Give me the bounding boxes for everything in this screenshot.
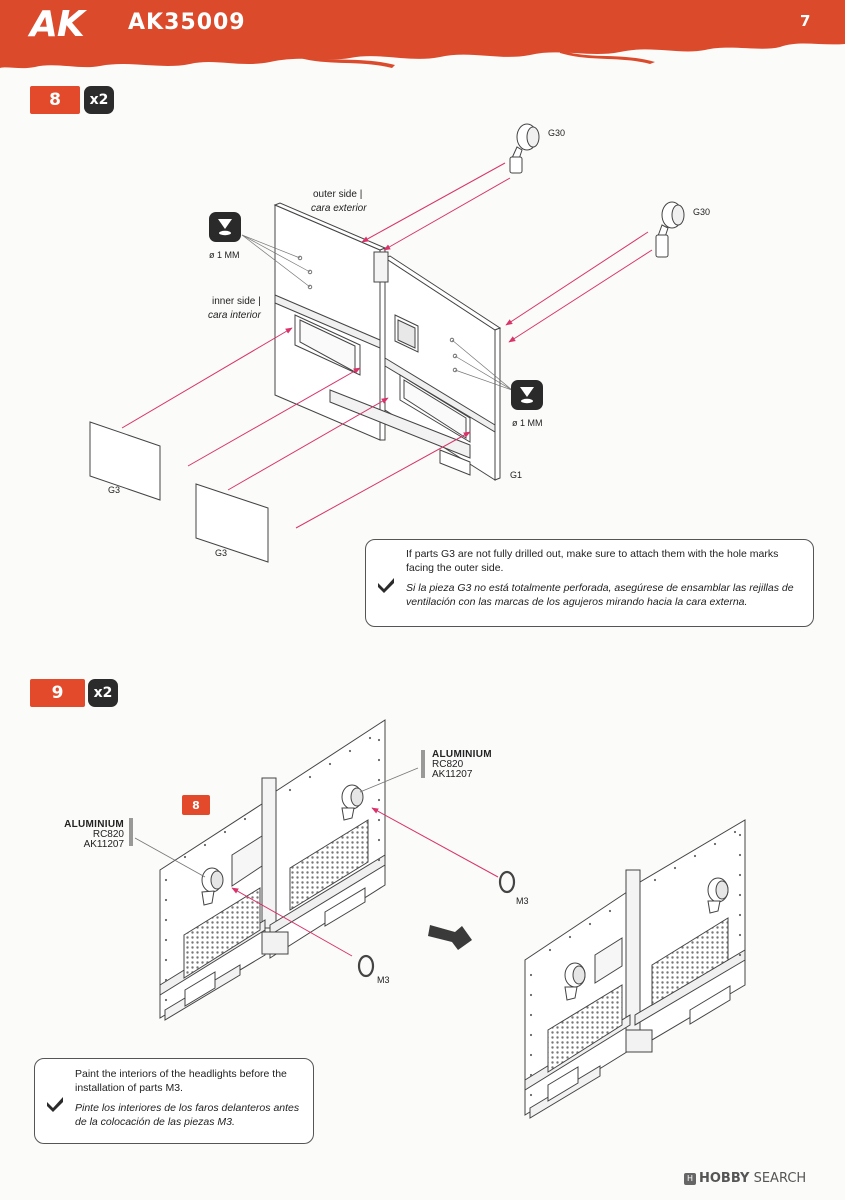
page-number: 7 xyxy=(800,12,811,30)
step-8-quantity: x2 xyxy=(84,86,114,114)
check-icon xyxy=(378,578,394,593)
drill-leaders xyxy=(241,234,513,391)
header-brushstroke xyxy=(0,0,845,69)
paint-callout-right: ALUMINIUM RC820 AK11207 xyxy=(432,749,492,780)
step-8-number: 8 xyxy=(30,86,80,114)
step-9-quantity: x2 xyxy=(88,679,118,707)
assembly-arrows-step8 xyxy=(121,162,653,529)
part-label-g30-top: G30 xyxy=(548,128,566,138)
paint-leaders xyxy=(134,767,419,878)
step-9-note-es: Pinte los interiores de los faros delant… xyxy=(75,1102,300,1128)
part-g3-bottom xyxy=(195,483,269,563)
step9-panel-result xyxy=(524,819,746,1119)
paint-callout-left: ALUMINIUM RC820 AK11207 xyxy=(64,819,124,850)
assembly-arrows-step9 xyxy=(231,807,499,957)
part-g3-left xyxy=(89,421,161,501)
part-m3-left xyxy=(357,954,375,978)
step-8-reference: 8 xyxy=(182,795,210,815)
outer-side-label-es: cara exterior xyxy=(311,203,367,214)
inner-side-label: inner side | xyxy=(212,296,261,307)
drill-icon-left xyxy=(209,212,241,242)
paint-swatch-right xyxy=(421,750,425,778)
step-9-note-en: Paint the interiors of the headlights be… xyxy=(75,1068,287,1094)
drill-icon-right xyxy=(511,380,543,410)
part-label-g3-bottom: G3 xyxy=(215,548,228,558)
hobbysearch-badge-icon: H xyxy=(684,1173,696,1185)
part-g1-panel xyxy=(273,202,502,481)
part-m3-right xyxy=(498,870,516,894)
paint-swatch-left xyxy=(129,818,133,846)
product-code: AK35009 xyxy=(128,10,246,35)
part-label-m3-right: M3 xyxy=(516,896,529,906)
panel-rivets-result xyxy=(529,830,742,1097)
page-header: AK AK35009 7 xyxy=(0,0,845,80)
part-g30-top xyxy=(509,123,540,174)
step-8-note-es: Si la pieza G3 no está totalmente perfor… xyxy=(406,582,794,608)
step-9-note: Paint the interiors of the headlights be… xyxy=(34,1058,314,1144)
next-arrow-icon xyxy=(428,925,472,950)
outer-side-label: outer side | xyxy=(313,189,363,200)
step-9-number: 9 xyxy=(30,679,85,707)
step-8-note-en: If parts G3 are not fully drilled out, m… xyxy=(406,548,779,574)
step-8-note: If parts G3 are not fully drilled out, m… xyxy=(365,539,814,627)
part-label-g3-left: G3 xyxy=(108,485,121,495)
inner-side-label-es: cara interior xyxy=(208,310,261,321)
step9-panel-left xyxy=(159,719,386,1021)
drill-size-left: ø 1 MM xyxy=(209,250,240,260)
part-g30-right xyxy=(655,201,685,258)
part-label-g30-right: G30 xyxy=(693,207,711,217)
part-label-m3-left: M3 xyxy=(377,975,390,985)
check-icon xyxy=(47,1097,63,1112)
brand-logo: AK xyxy=(30,4,85,45)
drill-size-right: ø 1 MM xyxy=(512,418,543,428)
panel-rivets-left xyxy=(164,736,381,1002)
part-label-g1: G1 xyxy=(510,470,523,480)
